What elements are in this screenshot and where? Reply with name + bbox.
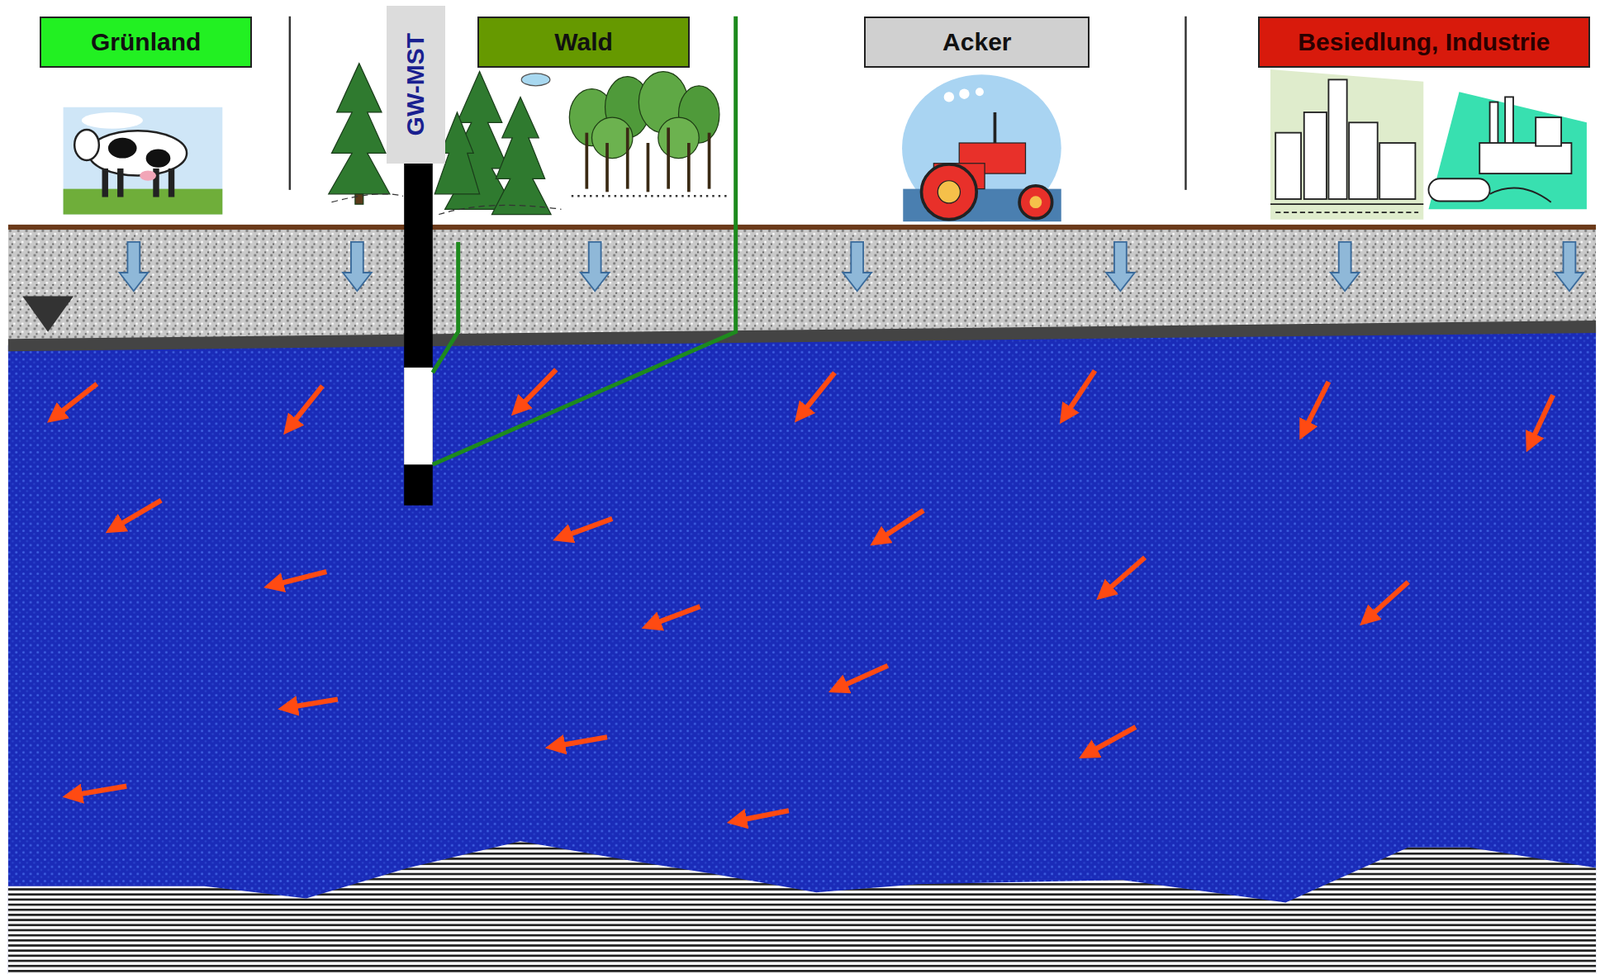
node-label: Wald [554, 28, 613, 57]
node-label: Acker [942, 28, 1012, 57]
water-table [8, 320, 1596, 352]
forest-picture [328, 63, 562, 215]
node-label: GW-MST [401, 33, 430, 136]
well-label-box: GW-MST [386, 5, 445, 163]
ground-surface [8, 224, 1596, 230]
cow-picture [63, 107, 224, 215]
land-use-box: Besiedlung, Industrie [1258, 16, 1590, 68]
tractor-picture [902, 74, 1062, 222]
flow-arrows [55, 369, 1553, 821]
land-use-box: Acker [864, 16, 1090, 68]
factory-picture [1428, 91, 1586, 209]
node-label: Besiedlung, Industrie [1297, 28, 1550, 57]
node-label: Grünland [90, 28, 201, 57]
aquitard [8, 840, 1596, 974]
catchment-lines [432, 16, 736, 466]
deciduous-forest-picture [569, 71, 727, 197]
land-use-box: Wald [477, 16, 690, 68]
monitoring-well [403, 163, 433, 506]
water-table-symbol [22, 295, 74, 332]
city-picture [1270, 69, 1424, 220]
recharge-arrows [119, 242, 1585, 291]
aquifer [8, 326, 1596, 974]
land-use-box: Grünland [39, 16, 252, 68]
